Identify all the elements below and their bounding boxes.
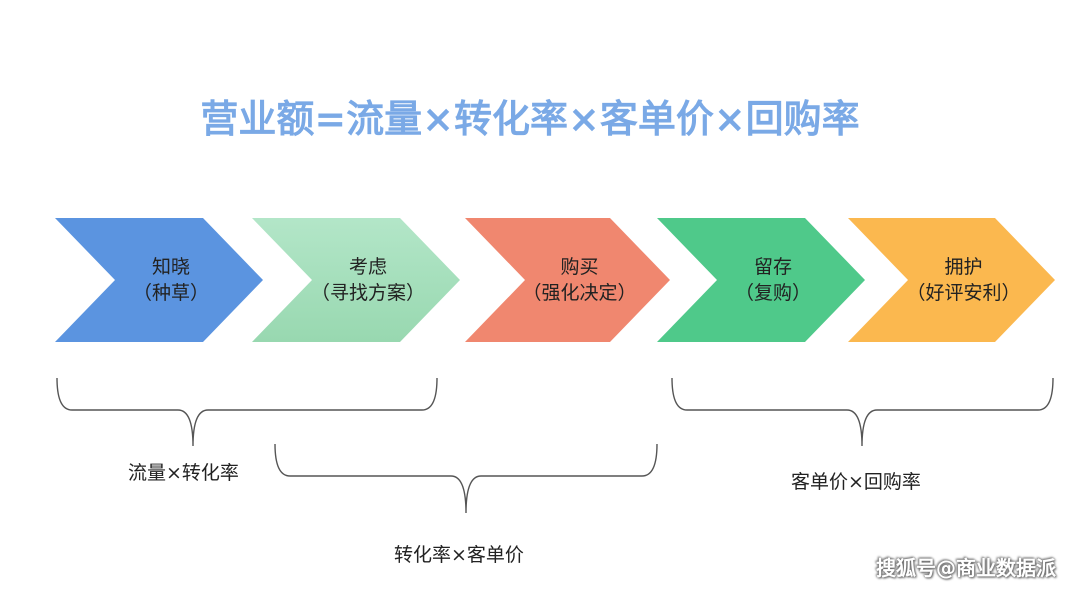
chevron-shape: [848, 218, 1055, 342]
stage-label: 考虑 （寻找方案）: [264, 254, 472, 306]
brace-ticket-repurchase: [671, 377, 1054, 447]
stage-label: 拥护 （好评安利）: [860, 254, 1067, 306]
chevron-shape: [252, 218, 460, 342]
stage-awareness: 知晓 （种草）: [55, 218, 263, 342]
stage-name: 留存: [753, 256, 792, 278]
stage-label: 留存 （复购）: [669, 254, 877, 306]
stage-sub: （种草）: [132, 282, 209, 304]
chevron-fill: [465, 218, 670, 342]
stage-label: 知晓 （种草）: [67, 254, 275, 306]
chevron-shape: [657, 218, 865, 342]
brace-traffic-conversion: [56, 377, 438, 447]
stage-name: 拥护: [944, 256, 983, 278]
stage-retention: 留存 （复购）: [657, 218, 865, 342]
chevron-fill: [252, 218, 460, 342]
chevron-shape: [465, 218, 670, 342]
stage-consideration: 考虑 （寻找方案）: [252, 218, 460, 342]
group-label-ticket-repurchase: 客单价×回购率: [791, 471, 921, 493]
chevron-fill: [848, 218, 1055, 342]
stage-sub: （好评安利）: [906, 282, 1021, 304]
stage-sub: （寻找方案）: [310, 282, 425, 304]
stage-label: 购买 （强化决定）: [477, 254, 682, 306]
group-label-conversion-ticket: 转化率×客单价: [394, 544, 524, 566]
chevron-fill: [55, 218, 263, 342]
stage-name: 考虑: [348, 256, 387, 278]
stage-advocacy: 拥护 （好评安利）: [848, 218, 1055, 342]
stage-name: 知晓: [151, 256, 190, 278]
stage-purchase: 购买 （强化决定）: [465, 218, 670, 342]
formula-title: 营业额=流量×转化率×客单价×回购率: [200, 97, 860, 141]
chevron-shape: [55, 218, 263, 342]
group-label-traffic-conversion: 流量×转化率: [128, 462, 239, 484]
watermark: 搜狐号@商业数据派: [876, 556, 1056, 580]
chevron-fill: [657, 218, 865, 342]
brace-conversion-ticket: [274, 443, 658, 514]
stage-sub: （复购）: [734, 282, 811, 304]
stage-name: 购买: [560, 256, 599, 278]
stage-sub: （强化决定）: [522, 282, 637, 304]
